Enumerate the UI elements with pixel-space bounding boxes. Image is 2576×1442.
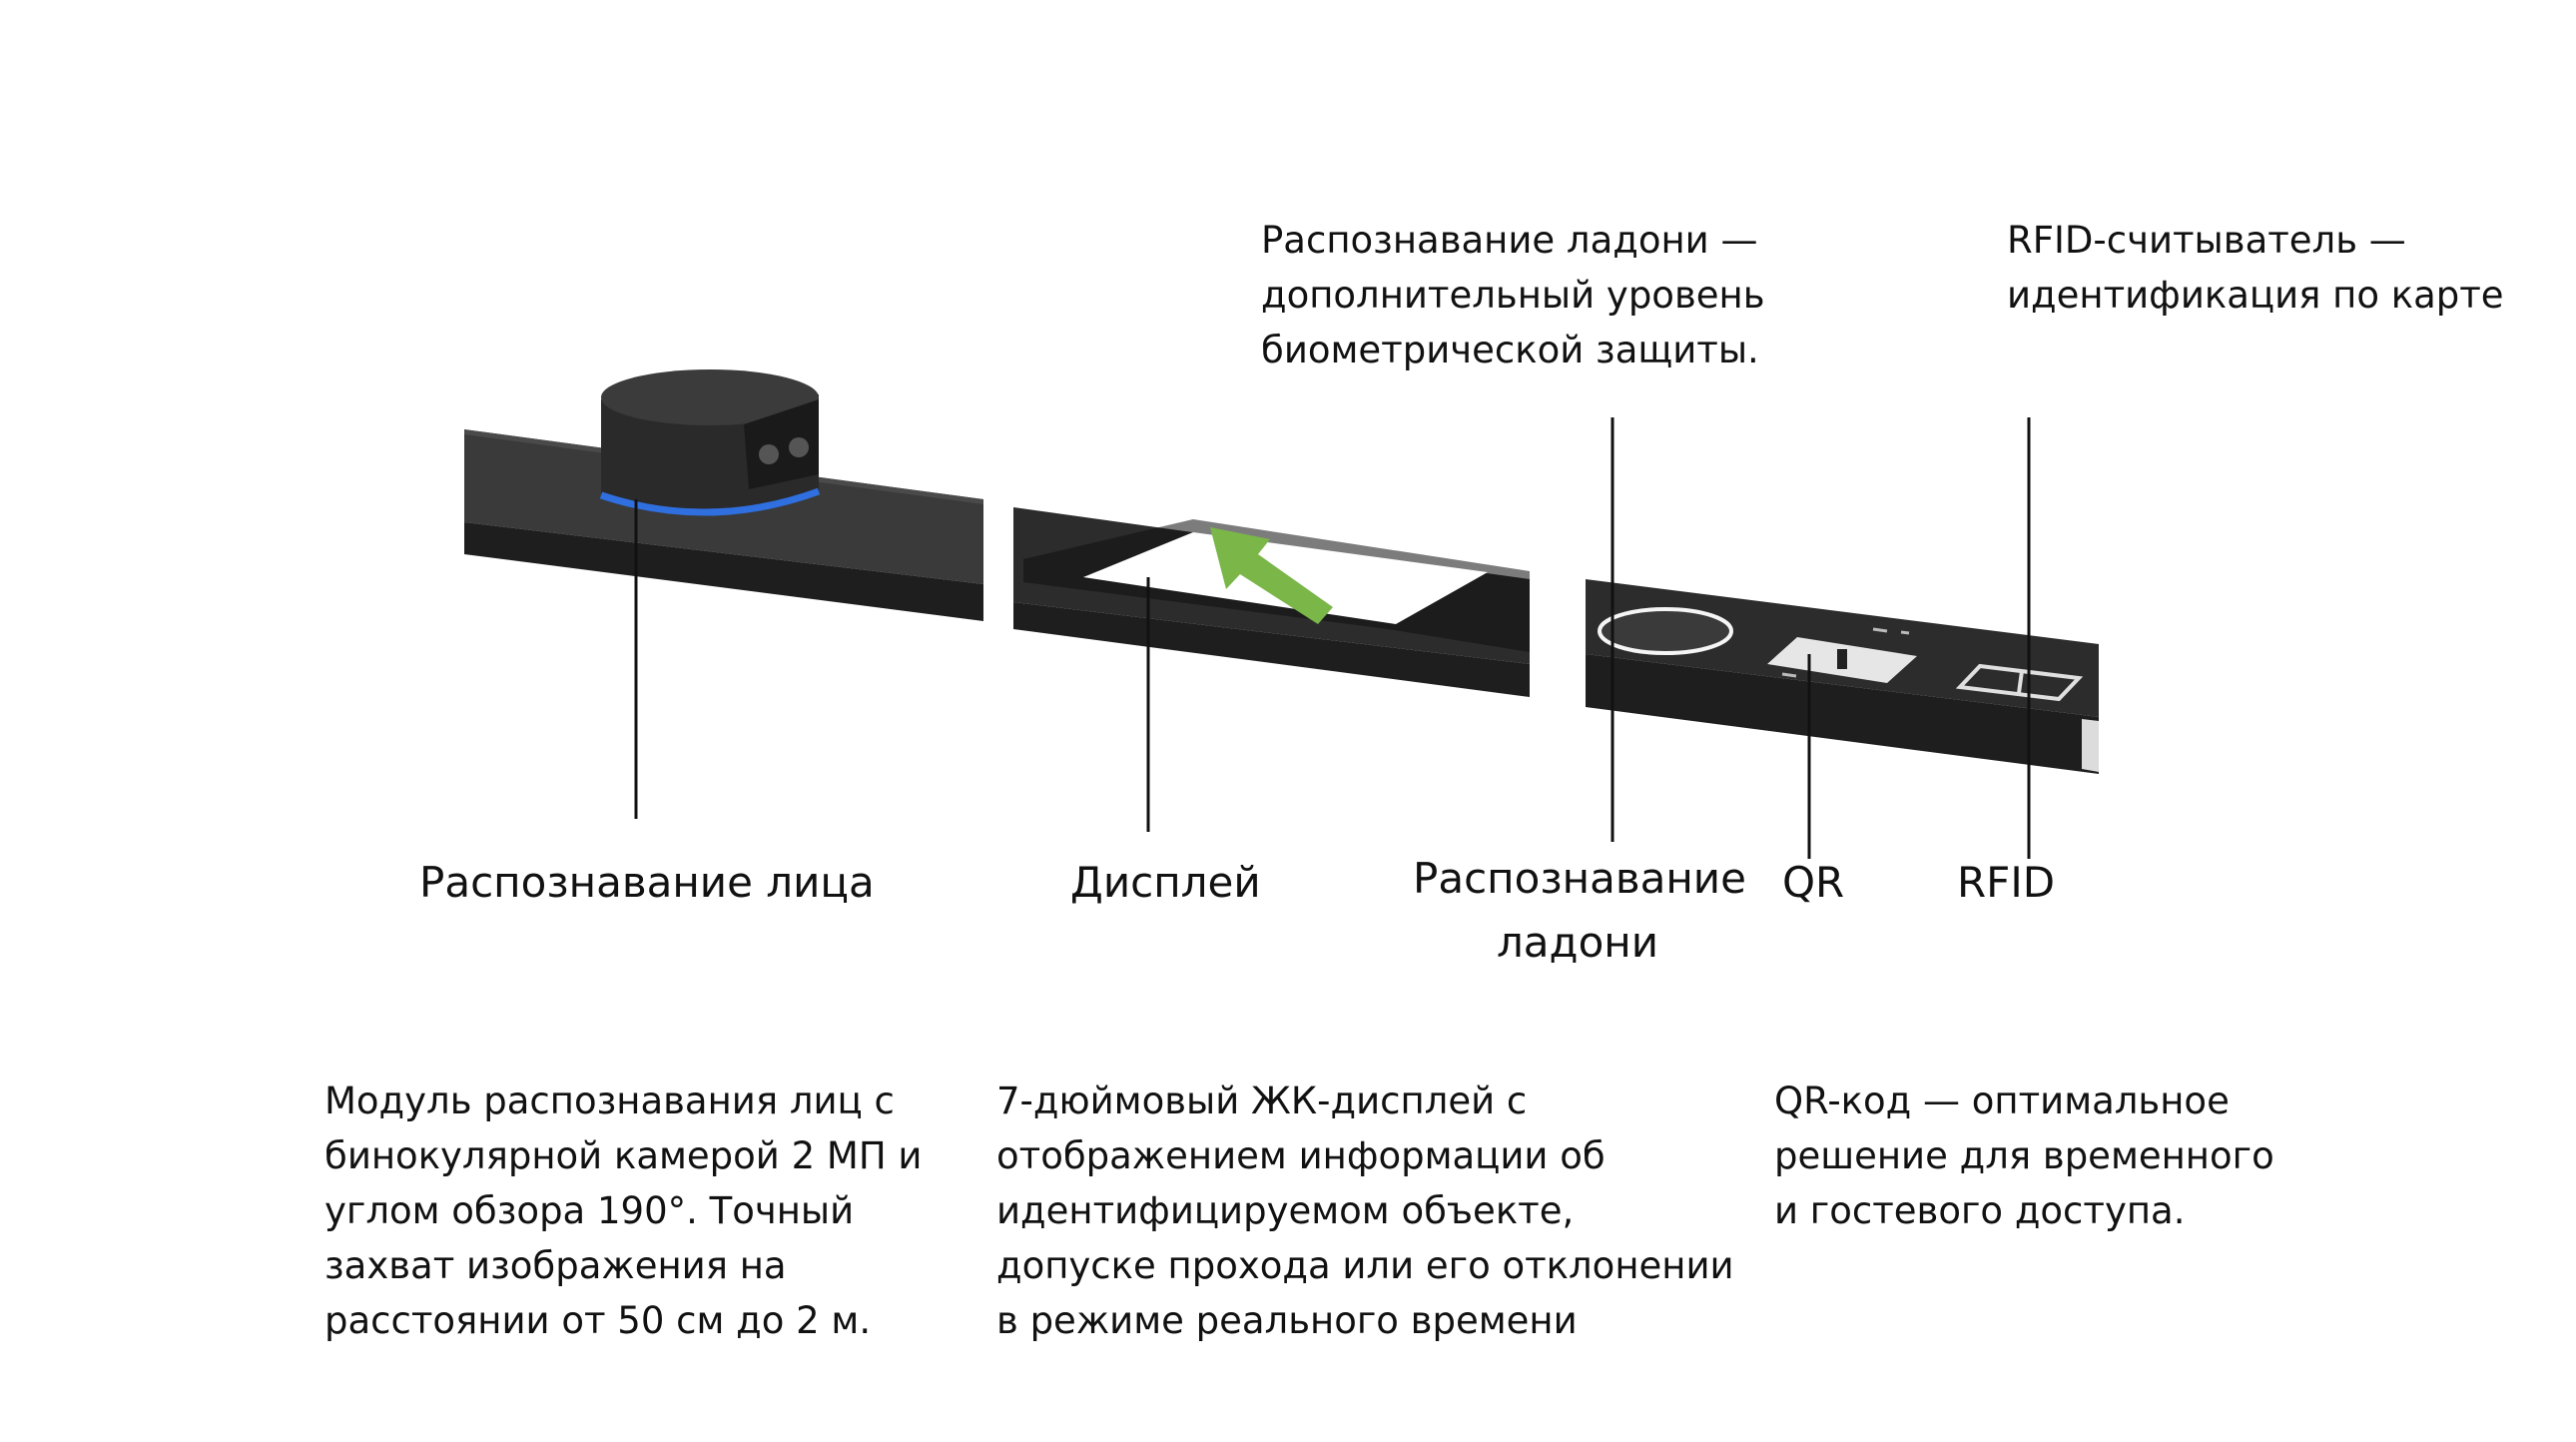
- face-camera-icon: [599, 369, 821, 516]
- display-description-line: в режиме реального времени: [996, 1299, 1578, 1342]
- qr-label: QR: [1782, 858, 1845, 907]
- face-description-line: расстоянии от 50 см до 2 м.: [324, 1299, 872, 1342]
- display-label: Дисплей: [1070, 858, 1261, 907]
- display-description-line: 7-дюймовый ЖК-дисплей с: [996, 1080, 1528, 1122]
- display-description-line: допуске прохода или его отклонении: [996, 1244, 1734, 1287]
- display-description: 7-дюймовый ЖК-дисплей с отображением инф…: [996, 1074, 1734, 1348]
- rfid-label: RFID: [1957, 858, 2056, 907]
- rfid-callout-line: RFID-считыватель —: [2007, 219, 2406, 262]
- display-panel: [1013, 507, 1530, 697]
- palm-callout-line: биометрической защиты.: [1261, 329, 1759, 371]
- qr-description-line: и гостевого доступа.: [1774, 1189, 2186, 1232]
- face-description-line: бинокулярной камерой 2 МП и: [324, 1134, 923, 1177]
- palm-label: Распознавание ладони: [1413, 847, 1746, 975]
- palm-label-line: ладони: [1496, 918, 1659, 967]
- qr-description-line: решение для временного: [1774, 1134, 2274, 1177]
- display-description-line: отображением информации об: [996, 1134, 1606, 1177]
- callout-lines: [634, 417, 2031, 859]
- face-description: Модуль распознавания лиц с бинокулярной …: [324, 1074, 922, 1348]
- palm-scanner-icon: [1598, 607, 1733, 655]
- palm-callout-line: дополнительный уровень: [1261, 274, 1765, 317]
- qr-description-line: QR-код — оптимальное: [1774, 1080, 2230, 1122]
- qr-description: QR-код — оптимальное решение для временн…: [1774, 1074, 2274, 1238]
- display-description-line: идентифицируемом объекте,: [996, 1189, 1575, 1232]
- arrow-icon: [1210, 527, 1333, 624]
- face-description-line: углом обзора 190°. Точный: [324, 1189, 855, 1232]
- face-label: Распознавание лица: [419, 858, 875, 907]
- palm-callout-line: Распознавание ладони —: [1261, 219, 1758, 262]
- face-description-line: захват изображения на: [324, 1244, 787, 1287]
- face-description-line: Модуль распознавания лиц с: [324, 1080, 895, 1122]
- qr-scanner-icon: [1767, 627, 1917, 683]
- rfid-card-icon: [1955, 663, 2084, 702]
- palm-label-line: Распознавание: [1413, 854, 1746, 903]
- palm-callout: Распознавание ладони — дополнительный ур…: [1261, 213, 1765, 377]
- rfid-callout-line: идентификация по карте: [2007, 274, 2504, 317]
- rfid-callout: RFID-считыватель — идентификация по карт…: [2007, 213, 2504, 323]
